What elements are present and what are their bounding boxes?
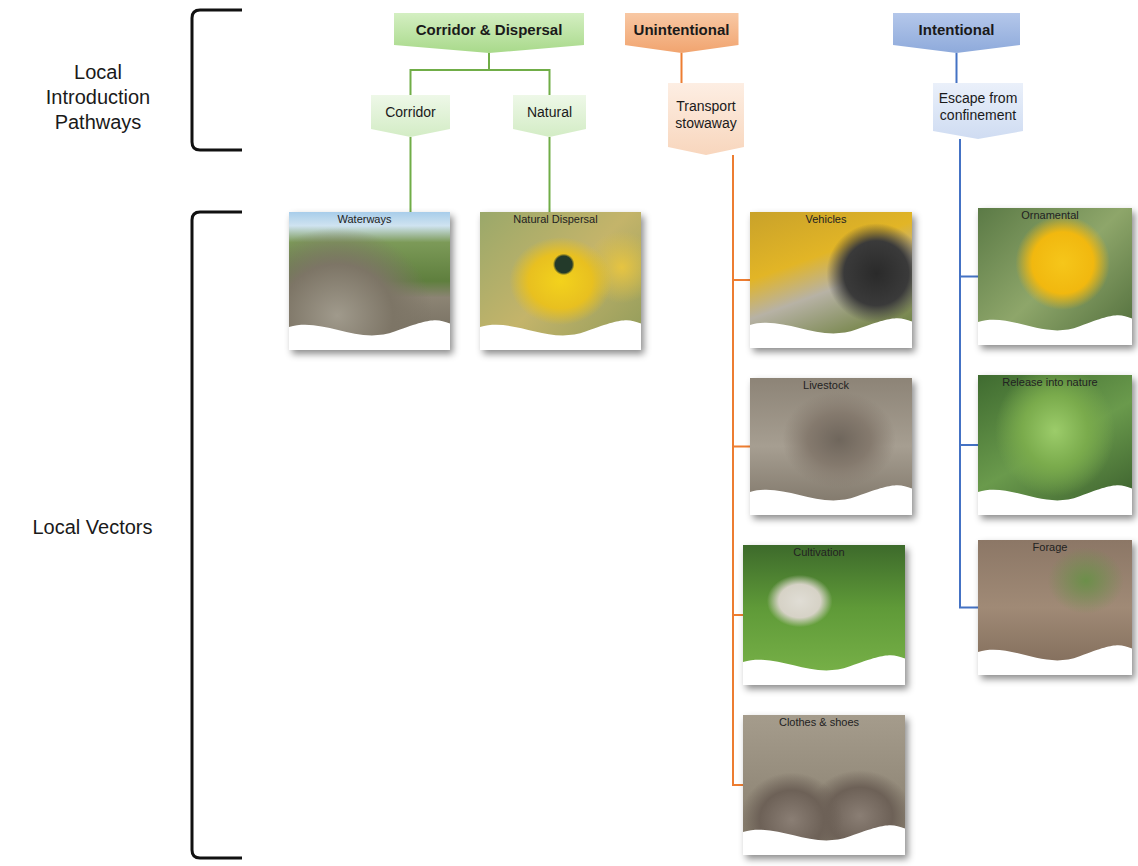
section-label: Local Vectors xyxy=(5,515,180,540)
pathway-connector xyxy=(960,139,978,608)
pathway-connector xyxy=(489,53,550,95)
vector-label: Clothes & shoes xyxy=(779,716,859,728)
pathway-connector xyxy=(960,139,978,445)
card-wave-shape xyxy=(743,655,905,685)
card-wave xyxy=(743,822,905,855)
pathway-connector xyxy=(956,53,958,83)
vector-photo-card: Release into nature xyxy=(978,375,1132,515)
pathway-connector xyxy=(733,155,743,785)
vector-label: Natural Dispersal xyxy=(513,213,597,225)
vector-photo-card: Clothes & shoes xyxy=(743,715,905,855)
pathway-bracket xyxy=(192,10,242,150)
card-wave xyxy=(978,312,1132,345)
pathway-box: Natural xyxy=(513,95,586,137)
card-wave-shape xyxy=(743,825,905,855)
vector-label: Cultivation xyxy=(793,546,844,558)
vector-label: Release into nature xyxy=(1002,376,1097,388)
pathway-connector xyxy=(733,155,743,615)
card-wave xyxy=(750,315,912,348)
pathway-connector xyxy=(549,137,551,212)
pathway-box: Escape from confinement xyxy=(933,83,1023,139)
vector-photo-card: Waterways xyxy=(289,212,450,350)
vector-label: Ornamental xyxy=(1021,209,1078,221)
pathway-connector xyxy=(733,155,750,447)
vector-photo-card: Vehicles xyxy=(750,212,912,348)
card-wave-shape xyxy=(750,485,912,515)
vector-photo-card: Cultivation xyxy=(743,545,905,685)
vector-photo-card: Ornamental xyxy=(978,208,1132,345)
vector-photo-card: Natural Dispersal xyxy=(480,212,641,350)
vector-label: Vehicles xyxy=(806,213,847,225)
card-wave xyxy=(743,652,905,685)
card-wave xyxy=(289,317,450,350)
card-wave xyxy=(750,482,912,515)
pathway-title: Corridor & Dispersal xyxy=(416,21,563,38)
vector-photo-card: Forage xyxy=(978,540,1132,675)
pathway-connector xyxy=(410,137,412,212)
card-wave-shape xyxy=(750,318,912,348)
card-wave-shape xyxy=(978,315,1132,345)
card-wave xyxy=(978,482,1132,515)
pathway-box: Transport stowaway xyxy=(668,83,744,155)
card-wave-shape xyxy=(978,485,1132,515)
pathway-connector xyxy=(411,53,490,95)
vector-photo-card: Livestock xyxy=(750,378,912,515)
section-label: Local Introduction Pathways xyxy=(33,60,163,135)
pathway-connector xyxy=(733,155,750,280)
card-wave-shape xyxy=(978,645,1132,675)
pathway-box: Corridor xyxy=(371,95,450,137)
card-wave-shape xyxy=(480,320,641,350)
vector-label: Forage xyxy=(1033,541,1068,553)
pathway-label: Transport stowaway xyxy=(672,98,740,132)
section-label-text: Local Introduction Pathways xyxy=(46,61,151,133)
card-wave-shape xyxy=(289,320,450,350)
pathway-title: Unintentional xyxy=(634,21,730,38)
vector-label: Waterways xyxy=(338,213,392,225)
pathway-header: Intentional xyxy=(893,13,1020,53)
pathway-label: Natural xyxy=(527,104,572,121)
vector-bracket xyxy=(192,212,242,858)
pathway-title: Intentional xyxy=(919,21,995,38)
section-label-text: Local Vectors xyxy=(32,516,152,538)
pathway-connector xyxy=(681,53,683,83)
pathway-label: Corridor xyxy=(385,104,436,121)
pathway-label: Escape from confinement xyxy=(937,90,1019,124)
vector-label: Livestock xyxy=(803,379,849,391)
card-wave xyxy=(480,317,641,350)
pathway-connector xyxy=(960,139,978,277)
pathway-header: Unintentional xyxy=(625,13,739,53)
pathway-header: Corridor & Dispersal xyxy=(394,13,584,53)
card-wave xyxy=(978,642,1132,675)
